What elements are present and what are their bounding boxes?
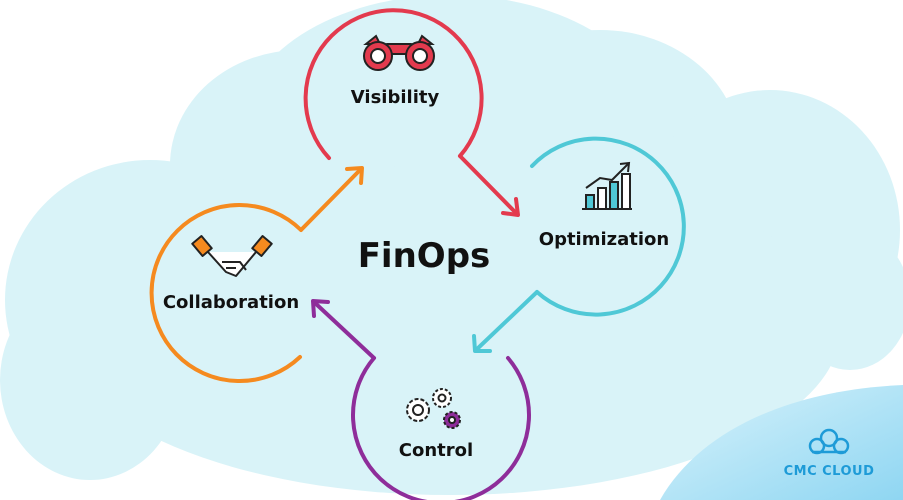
stage-label-control: Control — [398, 440, 474, 461]
growth-chart-icon — [582, 161, 632, 210]
diagram-title: FinOps — [357, 236, 491, 276]
stage-label-optimization: Optimization — [538, 229, 670, 250]
stage-label-collaboration: Collaboration — [162, 292, 300, 313]
collaboration-stage — [149, 166, 364, 383]
cloud-logo-icon — [808, 428, 850, 455]
control-stage — [311, 299, 531, 500]
gears-icon — [406, 388, 461, 429]
binoculars-icon — [363, 34, 435, 71]
optimization-stage — [472, 136, 686, 353]
handshake-icon — [191, 235, 273, 277]
brand-logo — [660, 385, 903, 500]
visibility-stage — [303, 8, 520, 217]
stage-label-visibility: Visibility — [350, 87, 440, 108]
brand-name: CMC CLOUD — [783, 464, 875, 479]
